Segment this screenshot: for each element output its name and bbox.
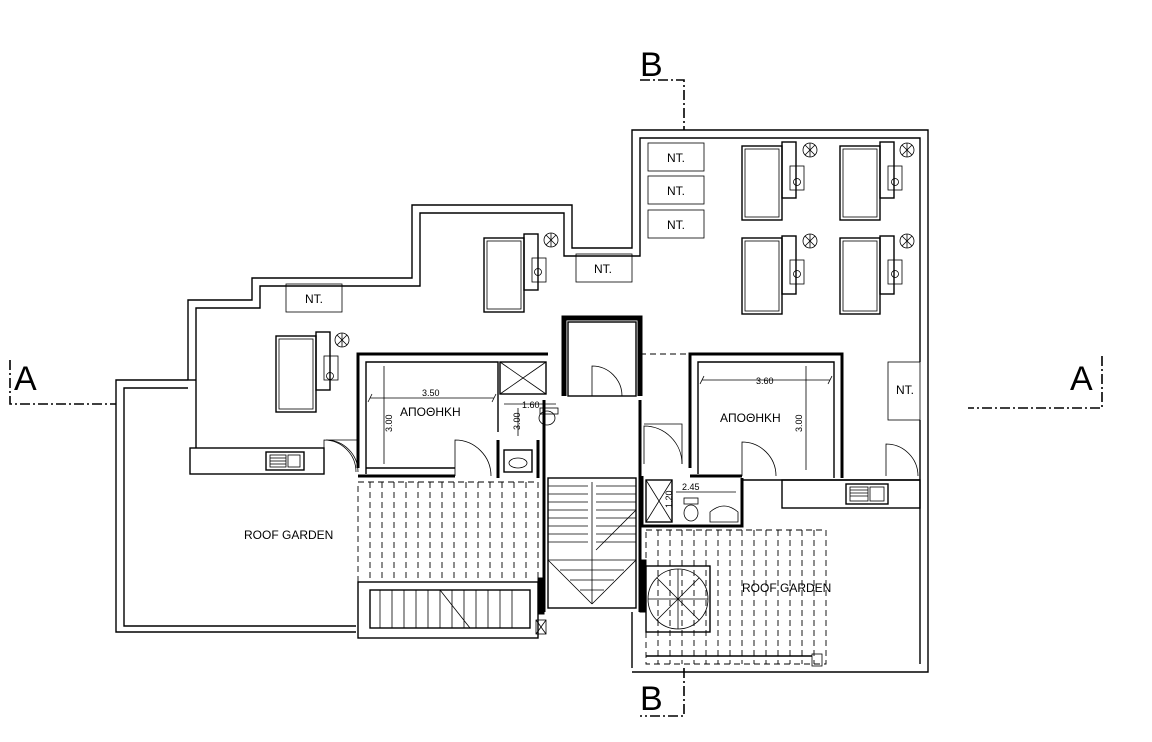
section-line-b-top — [640, 79, 685, 130]
section-line-b-bottom — [640, 668, 685, 717]
svg-text:NT.: NT. — [667, 218, 685, 232]
roof-garden-right-label: ROOF GARDEN — [742, 581, 831, 595]
equipment-tag-2: NT. — [647, 175, 705, 205]
equipment-tag-4: NT. — [575, 253, 633, 283]
water-heater-unit-4 — [839, 233, 915, 315]
equipment-tag-3: NT. — [647, 209, 705, 239]
sink-counter-right — [742, 443, 921, 509]
roof-garden-left-label: ROOF GARDEN — [244, 528, 333, 542]
svg-text:NT.: NT. — [896, 383, 914, 397]
section-a-left-label: A — [14, 360, 37, 398]
wc-left — [496, 361, 559, 478]
roof-parapet-outline — [115, 129, 929, 673]
section-b-bottom-label: B — [640, 680, 663, 718]
svg-text:NT.: NT. — [667, 184, 685, 198]
storage-right-depth: 3.00 — [794, 414, 804, 432]
water-heater-unit-3 — [741, 233, 818, 315]
section-a-right-label: A — [1070, 360, 1093, 398]
water-heater-unit-5 — [483, 232, 559, 313]
pergola-left — [357, 481, 547, 639]
storage-room-right — [688, 352, 844, 478]
wc-left-width: 1.60 — [522, 400, 540, 410]
storage-left-depth: 3.00 — [384, 414, 394, 432]
wc-left-depth: 3.00 — [512, 412, 522, 430]
storage-left-width: 3.50 — [422, 388, 440, 398]
equipment-tag-6: NT. — [887, 361, 921, 421]
storage-right-label: ΑΠΟΘΗΚΗ — [720, 411, 781, 425]
storage-right-width: 3.60 — [756, 376, 774, 386]
water-heater-unit-6 — [275, 331, 350, 413]
wc-right-depth: 1.20 — [664, 490, 674, 508]
equipment-tag-5: NT. — [285, 283, 343, 313]
water-heater-unit-2 — [839, 141, 915, 221]
storage-room-left — [325, 352, 548, 478]
storage-left-label: ΑΠΟΘΗΚΗ — [400, 405, 461, 419]
wc-right — [640, 476, 744, 528]
water-heater-unit-1 — [741, 141, 818, 221]
svg-text:NT.: NT. — [594, 262, 612, 276]
svg-text:NT.: NT. — [305, 292, 323, 306]
equipment-tag-1: NT. — [647, 142, 705, 172]
pergola-right — [631, 529, 827, 668]
wc-right-width: 2.45 — [682, 482, 700, 492]
section-line-a-left — [9, 360, 116, 405]
sink-counter-left — [189, 439, 357, 475]
svg-text:NT.: NT. — [667, 151, 685, 165]
stair-core — [537, 315, 690, 615]
section-b-top-label: B — [640, 46, 663, 84]
